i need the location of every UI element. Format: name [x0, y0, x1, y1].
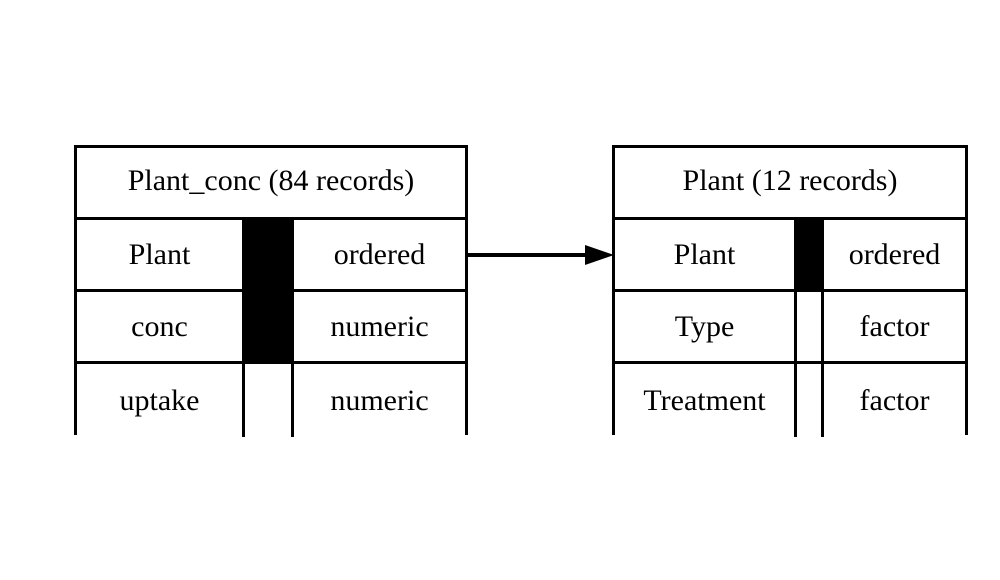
entity-plant-title: Plant (12 records) — [615, 148, 965, 220]
field-type-uptake: numeric — [330, 383, 429, 417]
table-row[interactable]: Plant ordered — [77, 220, 465, 292]
entity-plant-fields: Plant ordered Type factor Treatment fact… — [615, 220, 965, 437]
field-type-plant: ordered — [848, 237, 941, 271]
field-name-treatment: Treatment — [615, 364, 797, 437]
key-marker-icon — [245, 220, 294, 289]
entity-plant-conc-fields: Plant ordered conc numeric uptake numeri… — [77, 220, 465, 437]
key-marker-empty-icon — [797, 364, 824, 437]
field-type-type: factor — [859, 309, 930, 343]
key-marker-empty-icon — [245, 364, 294, 437]
table-row[interactable]: Treatment factor — [615, 364, 965, 437]
field-type-treatment: factor — [859, 383, 930, 417]
field-name-conc: conc — [77, 292, 245, 361]
table-row[interactable]: Type factor — [615, 292, 965, 364]
field-type-conc: numeric — [330, 309, 429, 343]
field-type-plant: ordered — [333, 237, 426, 271]
table-row[interactable]: uptake numeric — [77, 364, 465, 437]
field-name-plant: Plant — [615, 220, 797, 289]
entity-plant-conc-title: Plant_conc (84 records) — [77, 148, 465, 220]
key-marker-empty-icon — [797, 292, 824, 361]
arrowhead-icon — [585, 245, 614, 265]
entity-plant-conc[interactable]: Plant_conc (84 records) Plant ordered co… — [74, 145, 468, 437]
key-marker-icon — [245, 292, 294, 361]
field-name-plant: Plant — [77, 220, 245, 289]
key-marker-icon — [797, 220, 824, 289]
table-row[interactable]: Plant ordered — [615, 220, 965, 292]
table-row[interactable]: conc numeric — [77, 292, 465, 364]
entity-plant[interactable]: Plant (12 records) Plant ordered Type fa… — [612, 145, 968, 437]
relationship-arrow-plant-conc-to-plant[interactable] — [468, 240, 614, 270]
field-name-type: Type — [615, 292, 797, 361]
field-name-uptake: uptake — [77, 364, 245, 437]
